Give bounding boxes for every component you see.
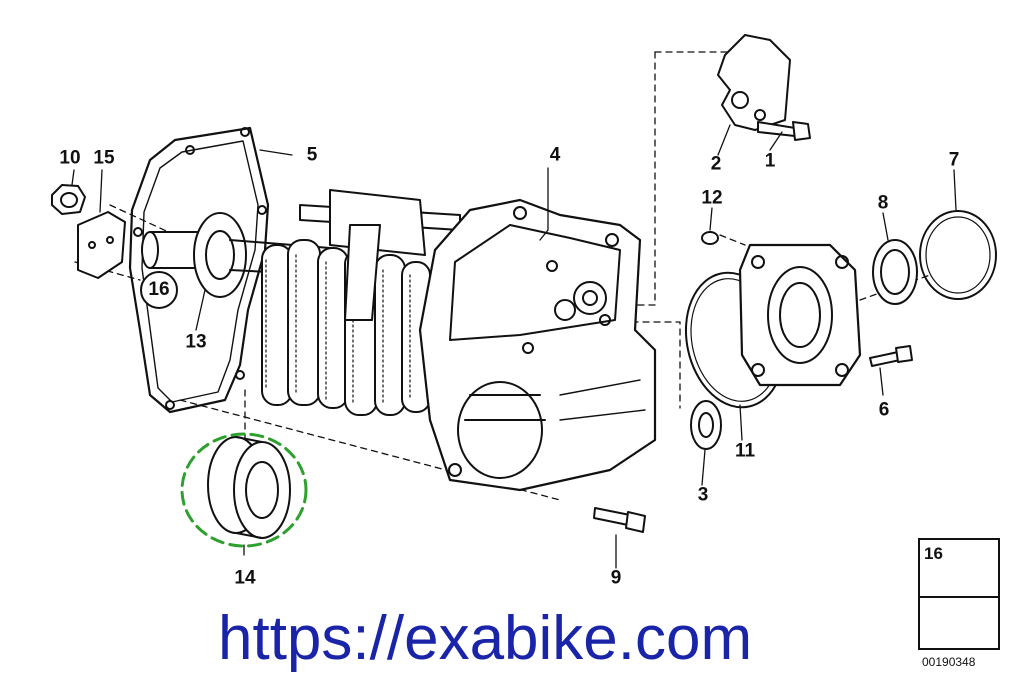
- output-flange-housing: [738, 243, 862, 387]
- callout-13: 13: [185, 331, 207, 353]
- legend-box: 16: [918, 538, 1000, 650]
- callout-7: 7: [948, 149, 960, 171]
- nut-part-10: [51, 184, 86, 215]
- gearbox-housing-part-4: [418, 198, 657, 492]
- bolt-part-6: [869, 345, 913, 367]
- leader-lines: [71, 124, 957, 569]
- legend-divider: [920, 596, 998, 598]
- callout-6: 6: [878, 399, 890, 421]
- gasket-part-5: [128, 126, 270, 414]
- callout-8: 8: [877, 192, 889, 214]
- cover-part-2: [717, 34, 791, 131]
- seal-part-8: [872, 239, 918, 305]
- seal-part-3: [690, 400, 722, 450]
- callout-4: 4: [549, 144, 561, 166]
- plate-part-15: [77, 211, 126, 279]
- gear-cluster: [261, 189, 461, 416]
- highlight-circle: [180, 432, 308, 548]
- callout-14: 14: [234, 567, 256, 589]
- o-ring-part-12: [701, 231, 719, 245]
- legend-part-number: 16: [924, 544, 943, 563]
- diagram-id: 00190348: [922, 655, 976, 669]
- watermark-link[interactable]: https://exabike.com: [218, 604, 753, 673]
- shaft-part-13: [141, 212, 331, 298]
- callout-11: 11: [734, 440, 756, 462]
- callout-5: 5: [306, 144, 318, 166]
- ring-part-7: [919, 210, 997, 300]
- callout-12: 12: [701, 187, 723, 209]
- callout-9: 9: [610, 567, 622, 589]
- bolt-part-9: [593, 507, 646, 533]
- callout-15: 15: [93, 147, 115, 169]
- callout-2: 2: [710, 153, 722, 175]
- callout-1: 1: [764, 150, 776, 172]
- bolt-part-1: [757, 121, 811, 141]
- bearing-part-14: [207, 436, 291, 539]
- callout-10: 10: [59, 147, 81, 169]
- callout-3: 3: [697, 484, 709, 506]
- callout-16: 16: [140, 271, 178, 309]
